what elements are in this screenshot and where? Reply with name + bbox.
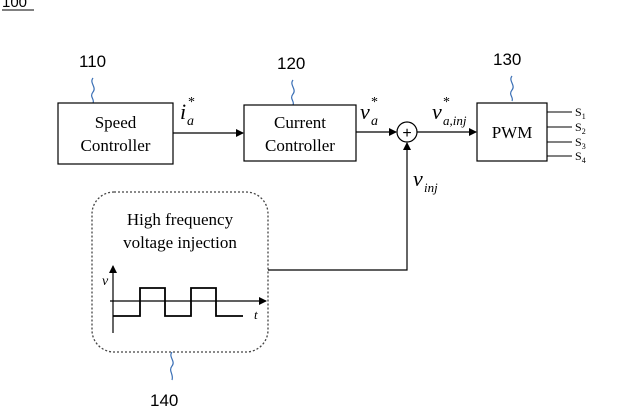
pwm-block <box>476 102 548 162</box>
pwm-label: PWM <box>492 123 533 142</box>
current-controller-block <box>243 104 357 162</box>
ref-120: 120 <box>277 54 305 73</box>
leader-140 <box>169 351 174 381</box>
summing-plus-symbol: + <box>402 125 411 142</box>
signal-vainj-sub: a,inj <box>443 113 467 128</box>
output-label-s2: S2 <box>575 120 586 136</box>
leader-120 <box>290 79 295 106</box>
signal-ia-main: i <box>180 99 186 124</box>
ref-110: 110 <box>79 52 106 71</box>
signal-vinj-sub: inj <box>424 180 438 195</box>
current-controller-label-1: Current <box>274 113 326 132</box>
hfi-label-2: voltage injection <box>123 233 237 252</box>
signal-ia-star: * <box>188 95 195 110</box>
waveform-x-label: t <box>254 307 258 322</box>
hfi-label-1: High frequency <box>127 210 234 229</box>
output-label-s4: S4 <box>575 149 586 165</box>
output-label-s3: S3 <box>575 135 586 151</box>
signal-va-star: * <box>371 95 378 110</box>
signal-vainj-star: * <box>443 95 450 110</box>
signal-ia-sub: a <box>187 114 194 129</box>
signal-va-sub: a <box>371 114 378 129</box>
speed-controller-label-2: Controller <box>81 136 151 155</box>
waveform-y-label: v <box>102 274 109 289</box>
square-wave <box>113 287 243 317</box>
current-controller-label-2: Controller <box>265 136 335 155</box>
signal-vainj-main: v <box>432 99 442 124</box>
figure-number: 100 <box>2 0 27 11</box>
hfi-block <box>91 191 269 353</box>
ref-130: 130 <box>493 50 521 69</box>
signal-vinj-main: v <box>413 166 423 191</box>
leader-130 <box>509 75 514 102</box>
ref-140: 140 <box>150 391 178 410</box>
speed-controller-label-1: Speed <box>95 113 137 132</box>
leader-110 <box>90 77 95 104</box>
output-label-s1: S1 <box>575 105 586 121</box>
signal-va-main: v <box>360 99 370 124</box>
arrow-v-inj <box>268 142 411 271</box>
